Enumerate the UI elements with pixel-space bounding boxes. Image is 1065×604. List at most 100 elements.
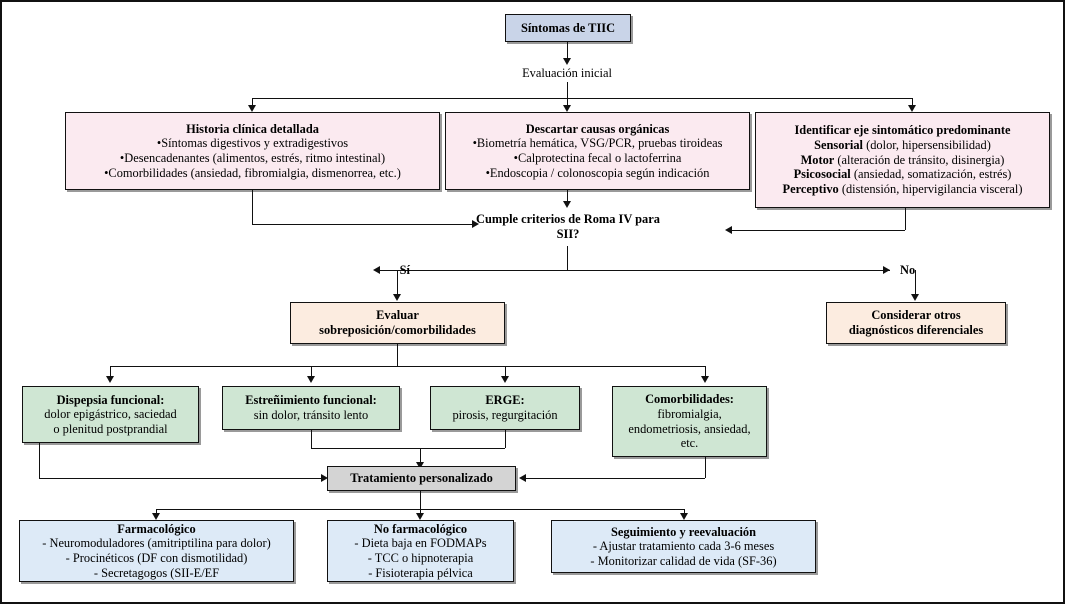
label-evaluacion-inicial: Evaluación inicial (522, 66, 612, 80)
node-title: Identificar eje sintomático predominante (794, 123, 1011, 138)
connector-eje-down (905, 208, 906, 230)
node-line: etc. (680, 436, 699, 451)
node-estrenimiento-funcional[interactable]: Estreñimiento funcional: sin dolor, trán… (222, 386, 400, 430)
node-comorbilidades[interactable]: Comorbilidades: fibromialgia, endometrio… (612, 386, 767, 457)
connector-historia-down (252, 190, 253, 224)
node-line: - Secretagogos (SII-E/EF (93, 565, 220, 580)
node-line: •Biometría hemática, VSG/PCR, pruebas ti… (472, 136, 723, 151)
node-line: fibromialgia, (657, 406, 722, 421)
arrow-right-treatment-left (321, 474, 328, 482)
connector-estrenimiento-right (311, 448, 420, 449)
connector-estrenimiento-down (311, 430, 312, 448)
arrow-down-historia (248, 105, 256, 112)
node-considerar-diagnosticos[interactable]: Considerar otros diagnósticos diferencia… (826, 302, 1006, 344)
node-title: Considerar otros (871, 308, 961, 323)
node-seguimiento[interactable]: Seguimiento y reevaluación - Ajustar tra… (551, 520, 816, 573)
node-line: dolor epigástrico, saciedad (44, 407, 177, 422)
node-line-rest: (alteración de tránsito, disinergia) (834, 152, 1005, 167)
node-title: Tratamiento personalizado (350, 471, 493, 486)
connector-erge-down (505, 430, 506, 448)
connector-dispepsia-to-treatment (39, 478, 324, 479)
connector-comorbilidades-to-treatment (526, 478, 705, 479)
connector-bus-to-historia (252, 98, 253, 107)
node-line: - Dieta baja en FODMAPs (354, 536, 487, 551)
node-line: - Ajustar tratamiento cada 3-6 meses (592, 539, 775, 554)
node-line-bold: Perceptivo (782, 181, 839, 196)
node-line-bold: Sensorial (814, 138, 864, 153)
connector-treatment-down (420, 491, 421, 509)
arrow-down-treatment-top (416, 462, 424, 469)
node-line: sin dolor, tránsito lento (253, 408, 369, 422)
node-line: o plenitud postprandial (53, 421, 168, 436)
node-line: pirosis, regurgitación (452, 408, 558, 422)
arrow-down-evaluar (393, 294, 401, 301)
node-erge[interactable]: ERGE: pirosis, regurgitación (430, 386, 580, 430)
node-title: Historia clínica detallada (186, 121, 319, 136)
connector-assessment-bus (252, 98, 912, 99)
node-dispepsia-funcional[interactable]: Dispepsia funcional: dolor epigástrico, … (22, 386, 199, 443)
node-line: Motor (alteración de tránsito, disinergi… (801, 153, 1005, 168)
arrow-down-no-farmacologico (416, 513, 424, 520)
node-line: •Desencadenantes (alimentos, estrés, rit… (119, 151, 386, 165)
connector-estrenimiento-to-treatment (420, 448, 421, 464)
node-line-rest: (dolor, hipersensibilidad) (863, 138, 991, 153)
label-branch-yes: Sí (399, 263, 410, 277)
connector-historia-to-decision (252, 224, 474, 225)
node-sintomas-tiic[interactable]: Síntomas de TIIC (505, 14, 631, 42)
node-title: Farmacológico (117, 521, 196, 536)
arrow-down-descartar (563, 105, 571, 112)
node-identificar-eje[interactable]: Identificar eje sintomático predominante… (755, 112, 1050, 208)
decision-line-2: SII? (556, 226, 580, 241)
decision-roma-iv: Cumple criterios de Roma IV para SII? (462, 212, 674, 242)
node-no-farmacologico[interactable]: No farmacológico - Dieta baja en FODMAPs… (327, 520, 514, 582)
connector-bus-to-estrenimiento (311, 366, 312, 378)
node-tratamiento-personalizado[interactable]: Tratamiento personalizado (327, 466, 516, 491)
node-line: - TCC o hipnoterapia (367, 551, 474, 565)
node-farmacologico[interactable]: Farmacológico - Neuromoduladores (amitri… (19, 520, 294, 582)
node-descartar-causas[interactable]: Descartar causas orgánicas •Biometría he… (445, 112, 750, 190)
node-line: Perceptivo (distensión, hipervigilancia … (783, 182, 1023, 197)
arrow-left-treatment-right (519, 474, 526, 482)
arrow-down-eje (908, 105, 916, 112)
connector-eval-down (567, 82, 568, 98)
arrow-down-erge (501, 376, 509, 383)
connector-comorbilidades-down (705, 457, 706, 478)
arrow-down-seguimiento (680, 513, 688, 520)
node-line-rest: (ansiedad, somatización, estrés) (850, 167, 1012, 182)
node-title: Estreñimiento funcional: (245, 393, 377, 408)
connector-evaluar-down (397, 344, 398, 366)
node-historia-clinica[interactable]: Historia clínica detallada •Síntomas dig… (65, 112, 440, 190)
arrow-down-dispepsia (106, 376, 114, 383)
node-line: •Síntomas digestivos y extradigestivos (156, 136, 349, 151)
node-title: Evaluar (376, 308, 419, 323)
connector-title-to-eval (567, 42, 568, 60)
connector-dispepsia-down (39, 443, 40, 478)
connector-yes-no-bus (380, 270, 890, 271)
connector-no-down (915, 270, 916, 296)
connector-bus-to-seguimiento (684, 509, 685, 515)
arrow-right-no (883, 266, 890, 274)
connector-yes-down (397, 270, 398, 296)
connector-bus-to-comorbilidades (705, 366, 706, 378)
connector-overlap-bus (110, 366, 705, 367)
node-line-rest: (distensión, hipervigilancia visceral) (838, 181, 1023, 196)
connector-bus-to-dispepsia (110, 366, 111, 378)
node-title: No farmacológico (373, 521, 468, 536)
arrow-left-yes (373, 266, 380, 274)
node-evaluar-sobreposicion[interactable]: Evaluar sobreposición/comorbilidades (290, 302, 505, 344)
node-line: - Monitorizar calidad de vida (SF-36) (590, 553, 777, 568)
arrow-right-to-decision (472, 220, 479, 228)
node-line: •Comorbilidades (ansiedad, fibromialgia,… (104, 165, 401, 180)
connector-bus-to-descartar (567, 98, 568, 107)
label-branch-no: No (900, 263, 916, 277)
arrow-down-to-decision (563, 201, 571, 208)
arrow-down-title (563, 58, 571, 65)
connector-decision-down (567, 246, 568, 270)
node-line: Sensorial (dolor, hipersensibilidad) (814, 138, 991, 153)
connector-bus-to-eje (912, 98, 913, 107)
node-title: Comorbilidades: (645, 392, 734, 407)
connector-erge-left (420, 448, 505, 449)
node-line: - Neuromoduladores (amitriptilina para d… (42, 536, 271, 551)
node-title: ERGE: (485, 393, 525, 408)
